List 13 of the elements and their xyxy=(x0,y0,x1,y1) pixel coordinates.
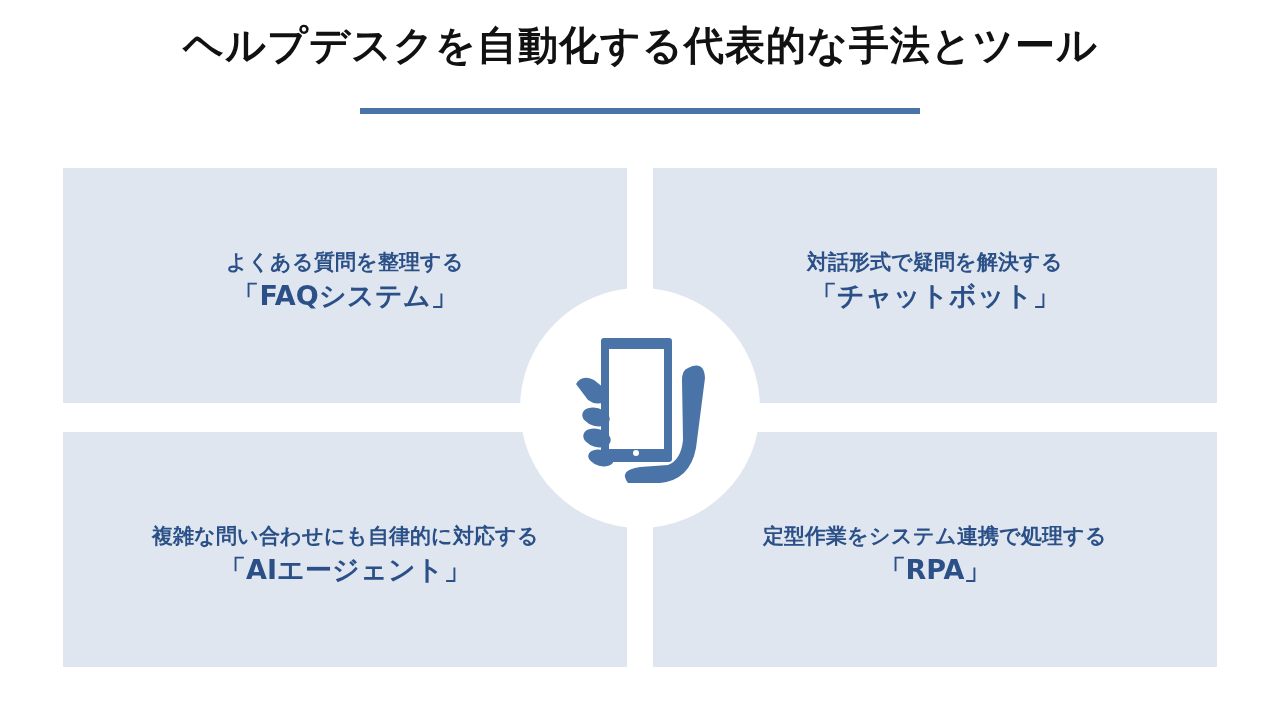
category-panel xyxy=(653,432,1217,667)
panel-heading: 「FAQシステム」 xyxy=(232,278,458,313)
panel-heading: 「チャットボット」 xyxy=(810,278,1060,313)
category-panel xyxy=(653,168,1217,403)
category-panel xyxy=(63,168,627,403)
panel-heading: 「RPA」 xyxy=(878,552,992,587)
panel-heading: 「AIエージェント」 xyxy=(219,552,471,587)
panel-description: よくある質問を整理する xyxy=(226,248,464,276)
panel-description: 複雑な問い合わせにも自律的に対応する xyxy=(151,522,539,550)
category-panel xyxy=(63,432,627,667)
title: ヘルプデスクを自動化する代表的な手法とツール xyxy=(181,21,1099,70)
panel-description: 定型作業をシステム連携で処理する xyxy=(763,522,1107,550)
panel-description: 対話形式で疑問を解決する xyxy=(807,248,1063,276)
